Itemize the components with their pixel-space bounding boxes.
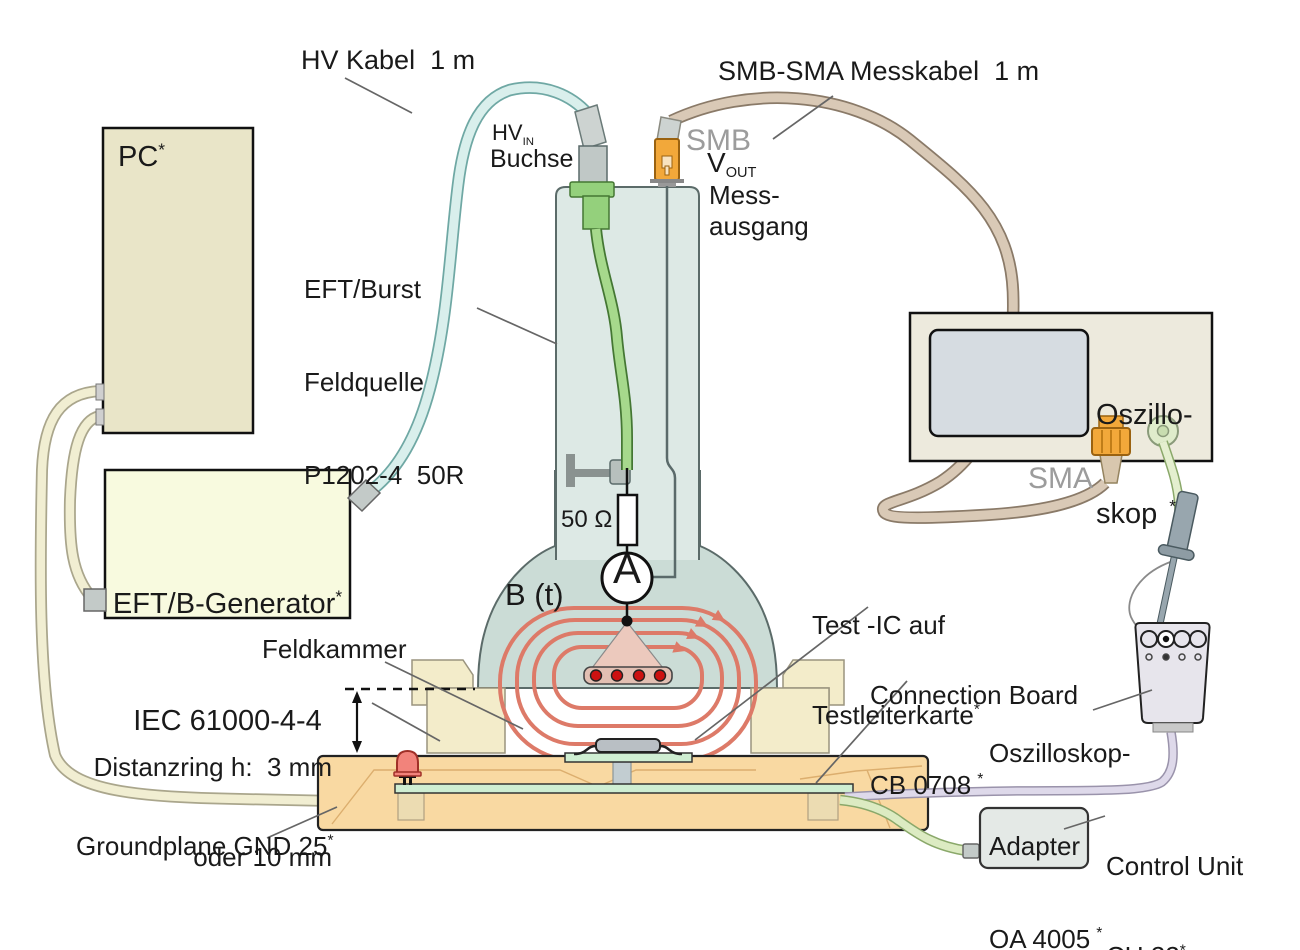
led-indicator bbox=[393, 749, 422, 785]
groundplane-label: Groundplane GND 25* bbox=[76, 831, 334, 861]
b-field-label: B (t) bbox=[505, 577, 564, 612]
vout-label: VOUT bbox=[707, 147, 757, 181]
control-unit-box bbox=[962, 806, 1090, 870]
pc-port-2 bbox=[95, 408, 105, 426]
distanzring-label: Distanzring h: 3 mm oder 10 mm bbox=[93, 752, 332, 872]
generator-left-connector bbox=[83, 588, 107, 612]
leader-smb-sma bbox=[772, 95, 834, 140]
field-line-arrows bbox=[672, 609, 726, 653]
adapter-jack bbox=[1189, 630, 1207, 648]
feldquelle-label: EFT/Burst Feldquelle P1202-4 50R bbox=[304, 274, 465, 490]
adapter-to-board-cable bbox=[844, 731, 1178, 802]
sma-label: SMA bbox=[1028, 462, 1094, 495]
generator-label: EFT/B-Generator* IEC 61000-4-4 bbox=[112, 586, 343, 737]
hv-in-connector bbox=[569, 104, 615, 230]
generator-hv-out-connector bbox=[346, 478, 382, 513]
pc-to-groundplane-cable bbox=[34, 385, 335, 807]
hv-in-label: HVIN bbox=[492, 120, 534, 148]
vout-measurement-line bbox=[653, 186, 677, 579]
hv-cable-label: HV Kabel 1 m bbox=[301, 45, 476, 75]
sma-input-connector bbox=[1091, 415, 1131, 484]
leader-hv-kabel bbox=[344, 77, 413, 114]
oscilloscope-probe bbox=[1155, 490, 1199, 629]
internal-green-cable bbox=[590, 228, 633, 470]
leader-groundplane bbox=[266, 806, 338, 839]
control-unit-connector bbox=[962, 843, 980, 859]
leader-feldkammer bbox=[384, 661, 524, 730]
control-unit-label: Control Unit CU 22* bbox=[1106, 851, 1244, 950]
bnc-input-connector bbox=[1147, 415, 1179, 447]
adapter-output-stub bbox=[1152, 722, 1194, 733]
height-reference bbox=[345, 687, 475, 753]
test-ic-board bbox=[564, 738, 693, 763]
ic-leg-right bbox=[659, 744, 683, 756]
feldkammer-label: Feldkammer bbox=[262, 634, 407, 664]
connection-board-label: Connection Board CB 0708* bbox=[870, 680, 1079, 800]
resistor-label: 50 Ω bbox=[561, 506, 613, 533]
coil-wire-dot bbox=[653, 669, 667, 682]
ausgang-label: ausgang bbox=[709, 211, 809, 241]
oscilloscope-adapter bbox=[1134, 622, 1211, 733]
adapter-label: Oszilloskop- Adapter OA 4005* bbox=[989, 738, 1131, 950]
oscilloscope-box bbox=[908, 311, 1214, 484]
oscilloscope-screen bbox=[928, 328, 1090, 438]
hv-cable bbox=[364, 81, 593, 499]
adapter-jack bbox=[1140, 630, 1158, 648]
ic-leg-left bbox=[573, 744, 597, 756]
center-pedestal bbox=[612, 761, 632, 786]
distance-ring-left bbox=[411, 659, 506, 754]
connection-board-pcb bbox=[394, 761, 854, 821]
board-to-control-unit-cable bbox=[839, 794, 969, 857]
pcb-foot-right bbox=[807, 792, 839, 821]
test-ic-label: Test -IC auf Testleiterkarte* bbox=[812, 610, 980, 730]
leader-test-ic bbox=[694, 606, 869, 741]
smb-label: SMB bbox=[686, 124, 752, 157]
leader-connection-board bbox=[815, 680, 908, 784]
pc-label: PC* bbox=[118, 139, 166, 173]
buchse-label: Buchse bbox=[490, 145, 574, 173]
pcb-foot-left bbox=[397, 792, 425, 821]
pc-to-generator-cable bbox=[63, 410, 102, 602]
coil-feed-point bbox=[621, 615, 633, 627]
field-source-tower bbox=[555, 186, 700, 560]
generator-box bbox=[83, 468, 382, 620]
ammeter-label: A bbox=[612, 545, 641, 592]
coil-wire-dot bbox=[632, 669, 646, 682]
pc-port-1 bbox=[95, 383, 105, 401]
leader-distanzring bbox=[371, 702, 441, 742]
coil-wire-dot bbox=[589, 669, 603, 682]
smb-sma-cable-label: SMB-SMA Messkabel 1 m bbox=[718, 56, 1040, 86]
distance-ring-right bbox=[750, 659, 845, 754]
ammeter bbox=[600, 551, 654, 627]
adapter-jack bbox=[1173, 630, 1191, 648]
pc-box bbox=[95, 126, 255, 435]
mess-label: Mess- bbox=[709, 180, 780, 210]
leader-lines bbox=[266, 77, 1153, 839]
leader-feldquelle bbox=[476, 307, 558, 345]
test-ic-chip bbox=[595, 738, 661, 753]
smb-connector bbox=[650, 116, 684, 187]
leader-adapter bbox=[1092, 689, 1153, 711]
oscilloscope-label: Oszillo- skop* bbox=[1096, 399, 1193, 530]
leader-control-unit bbox=[1063, 815, 1106, 830]
coil-wire-dot bbox=[610, 669, 624, 682]
field-coil bbox=[583, 621, 673, 685]
